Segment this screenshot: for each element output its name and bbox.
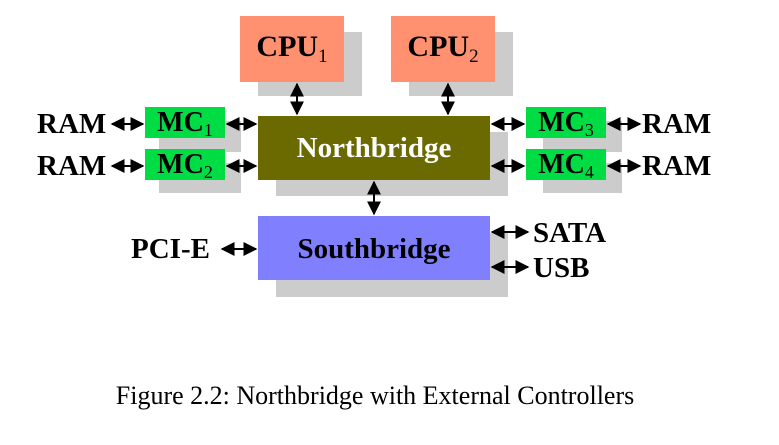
ram-right-bottom-label: RAM [642, 150, 711, 182]
mc1-label: MC1 [157, 107, 213, 140]
northbridge-box [258, 116, 490, 180]
mc4-box [526, 149, 606, 180]
southbridge-box [258, 216, 490, 280]
mc3-box [526, 107, 606, 138]
pcie-label: PCI-E [131, 233, 210, 265]
mc4-label: MC4 [538, 149, 594, 182]
cpu1-label: CPU1 [256, 30, 327, 67]
mc2-label: MC2 [157, 149, 213, 182]
sata-label: SATA [533, 217, 606, 249]
northbridge-label: Northbridge [297, 132, 452, 164]
cpu2-box [391, 16, 495, 82]
figure-caption: Figure 2.2: Northbridge with External Co… [116, 381, 634, 410]
usb-label: USB [533, 252, 589, 284]
ram-right-top-label: RAM [642, 108, 711, 140]
ram-left-top-label: RAM [37, 108, 106, 140]
connectors [110, 82, 642, 274]
southbridge-label: Southbridge [297, 233, 450, 265]
mc2-box [145, 149, 225, 180]
mc3-label: MC3 [538, 107, 594, 140]
mc1-box [145, 107, 225, 138]
cpu1-box [240, 16, 344, 82]
ram-left-bottom-label: RAM [37, 150, 106, 182]
cpu2-label: CPU2 [407, 30, 478, 67]
